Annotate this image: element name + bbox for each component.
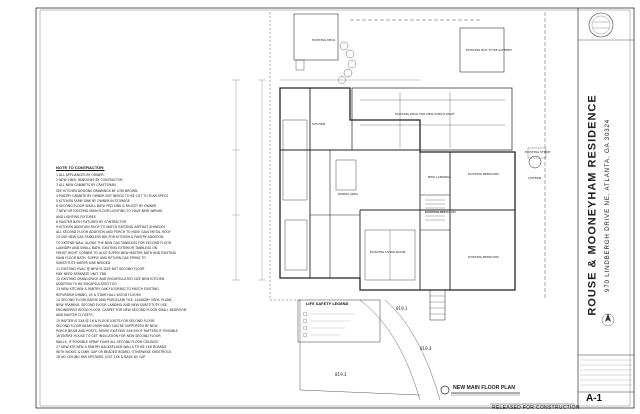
release-status: RELEASED FOR CONSTRUCTION: [492, 405, 580, 411]
note-item: 18 NO CEILING FAN UPSTAIRS. JUST 1X6 & B…: [56, 355, 146, 360]
note-item: 6 SECOND FLOOR SMALL BATH PED SINK & FAU…: [56, 204, 157, 209]
elevation-label-2: 819.3: [420, 346, 432, 351]
note-item: SEE KITCHEN DESIGNS DRAWINGS BY LORI BRO…: [56, 188, 138, 193]
note-item: 12 EXISTING CRAWLSPACE AND ENCAPSULATED …: [56, 277, 165, 282]
elevation-label-3: 819.3: [335, 372, 347, 377]
room-label-deck: EXISTING DECK FOR NEW PORCH ROOF: [395, 112, 455, 116]
note-item: 9 KITCHEN ADDITION ROOF TO MATCH EXISTIN…: [56, 225, 166, 230]
note-item: MAIN FLOOR BATH. SUPPLY AND RETURN GAS P…: [56, 256, 146, 261]
plan-title: NEW MAIN FLOOR PLAN: [453, 385, 515, 391]
sheet-inner-border: [39, 9, 631, 407]
project-address-block: 970 LINDBERGH DRIVE NE, ATLANTA, GA 3032…: [596, 10, 618, 400]
north-arrow-icon: [601, 313, 615, 327]
note-item: 11 EXISTING HVAC @ NEW IS SIZE BUT SECON…: [56, 266, 145, 271]
note-item: 3 ALL NEW CABINETS BY CRAFTSMAN: [56, 183, 116, 188]
notes-list: 1 ALL APPLIANCES BY OWNER.2 NEW VINYL WI…: [56, 173, 231, 403]
note-item: PORCH BEAM AND POSTS. REUSE EXISTING 2X8…: [56, 329, 179, 334]
sheet-border: [35, 7, 635, 409]
room-label-kitchen: KITCHEN: [312, 122, 325, 126]
room-label-bedroom-3: EXISTING BEDROOM: [425, 210, 456, 214]
note-item: WALLS. IF POSSIBLE SPRAY FOAM ALL SECOND…: [56, 339, 158, 344]
garage: [459, 27, 505, 73]
room-label-dining: DINING AREA: [338, 192, 358, 196]
note-item: TO EXTEND WALL ALONG THE NEW GAS TANKLES…: [56, 240, 172, 245]
note-item: NEW FRAMING. SECOND FLOOR LANDING AND NE…: [56, 303, 167, 308]
room-label-bedroom-1: EXISTING BEDROOM: [468, 172, 499, 176]
room-label-living: EXISTING LIVING ROOM: [370, 250, 406, 254]
note-item: ADDITION TO BE ENCAPSULATED TOO: [56, 282, 117, 287]
note-item: MAY NEED SEPARATE UNIT. TBD: [56, 271, 107, 276]
outbuilding: [293, 13, 339, 61]
note-item: AND LIGHTING FIXTURES: [56, 214, 96, 219]
garage-label: EXISTING NOT TO BE ALTERED: [466, 48, 512, 52]
deck: [351, 87, 513, 151]
room-label-bedroom-2: EXISTING BEDROOM: [468, 255, 499, 259]
project-address: 970 LINDBERGH DRIVE NE, ATLANTA, GA 3032…: [603, 118, 611, 292]
life-safety-legend-title: LIFE SAFETY LEGEND: [306, 302, 349, 306]
note-item: ENGINEERED WOOD FLOOR. CARPET FOR NEW SE…: [56, 308, 187, 313]
note-item: 13 NEW KITCHEN & PANTRY OAK FLOORING TO …: [56, 287, 159, 292]
note-item: 15 RAFTER IS 2X8 @ 16 & FLOOR JOISTS FOR…: [56, 318, 156, 323]
note-item: LAUNDRY AND SMALL BATH. EXISTING EXTERIO…: [56, 245, 158, 250]
note-item: WITH NICKEL & DIME GAP OR BEADED BOARD, …: [56, 349, 172, 354]
note-item: 4 PANTRY GRANITE BY OWNER BUT NEEDS TO B…: [56, 193, 169, 198]
stepping-stones: [338, 41, 357, 84]
stoop-label: EXISTING STOOP: [525, 150, 551, 154]
room-label-outbuilding: EXISTING DECK: [312, 38, 336, 42]
note-item: 7 NEW OR EXISTING MAIN FLOOR LIGHTING TO…: [56, 209, 163, 214]
life-safety-legend-box: [297, 299, 381, 343]
elevation-label-1: 819.1: [396, 306, 408, 311]
note-item: ALL SECOND FLOOR ADDITION AND PORCH TO H…: [56, 230, 171, 235]
note-item: 10 USE NEW GAS TANKLESS WH FOR KITCHEN &…: [56, 235, 164, 240]
note-item: 16 ENTIRE HOUSE TO GET INSULATION FOR NE…: [56, 334, 161, 339]
note-item: REFURBISH DINING, LR & STAIR HALL WOOD F…: [56, 292, 141, 297]
note-item: AND MASTER CLOSETS.: [56, 313, 94, 318]
note-item: 17 NEW KITCHEN & PANTRY BACKSPLASH WALLS…: [56, 344, 167, 349]
plan-title-marker-icon: [440, 385, 450, 395]
note-item: SUBSTITUTE WATER LINE NEEDED: [56, 261, 111, 266]
approval-stamp-icon: [588, 12, 614, 38]
room-label-landing: NEW LANDING: [428, 175, 450, 179]
house-outline: [279, 87, 516, 291]
room-label-cistern: CISTERN: [528, 176, 541, 180]
note-item: 14 SECOND FLOOR BATHS AND PORCELAIN TILE…: [56, 297, 173, 302]
note-item: 1 ALL APPLIANCES BY OWNER.: [56, 173, 105, 177]
note-item: 2 NEW VINYL WINDOWS BY CONTRACTOR.: [56, 178, 124, 183]
note-item: FRONT RIGHT CORNER TO ALSO SUPPLY NEW MA…: [56, 251, 177, 256]
notes-title: NOTE TO CONTRACTOR:: [56, 165, 105, 170]
note-item: 5 KITCHEN FARM SINK BY OWNER IN STORAGE: [56, 199, 130, 204]
sheet-number: A-1: [586, 393, 603, 404]
note-item: SECOND FLOOR BEAM OVERHANG CAN BE SUPPOR…: [56, 323, 158, 328]
note-item: 8 MASTER BATH FIXTURES BY CONTRACTOR: [56, 219, 127, 224]
